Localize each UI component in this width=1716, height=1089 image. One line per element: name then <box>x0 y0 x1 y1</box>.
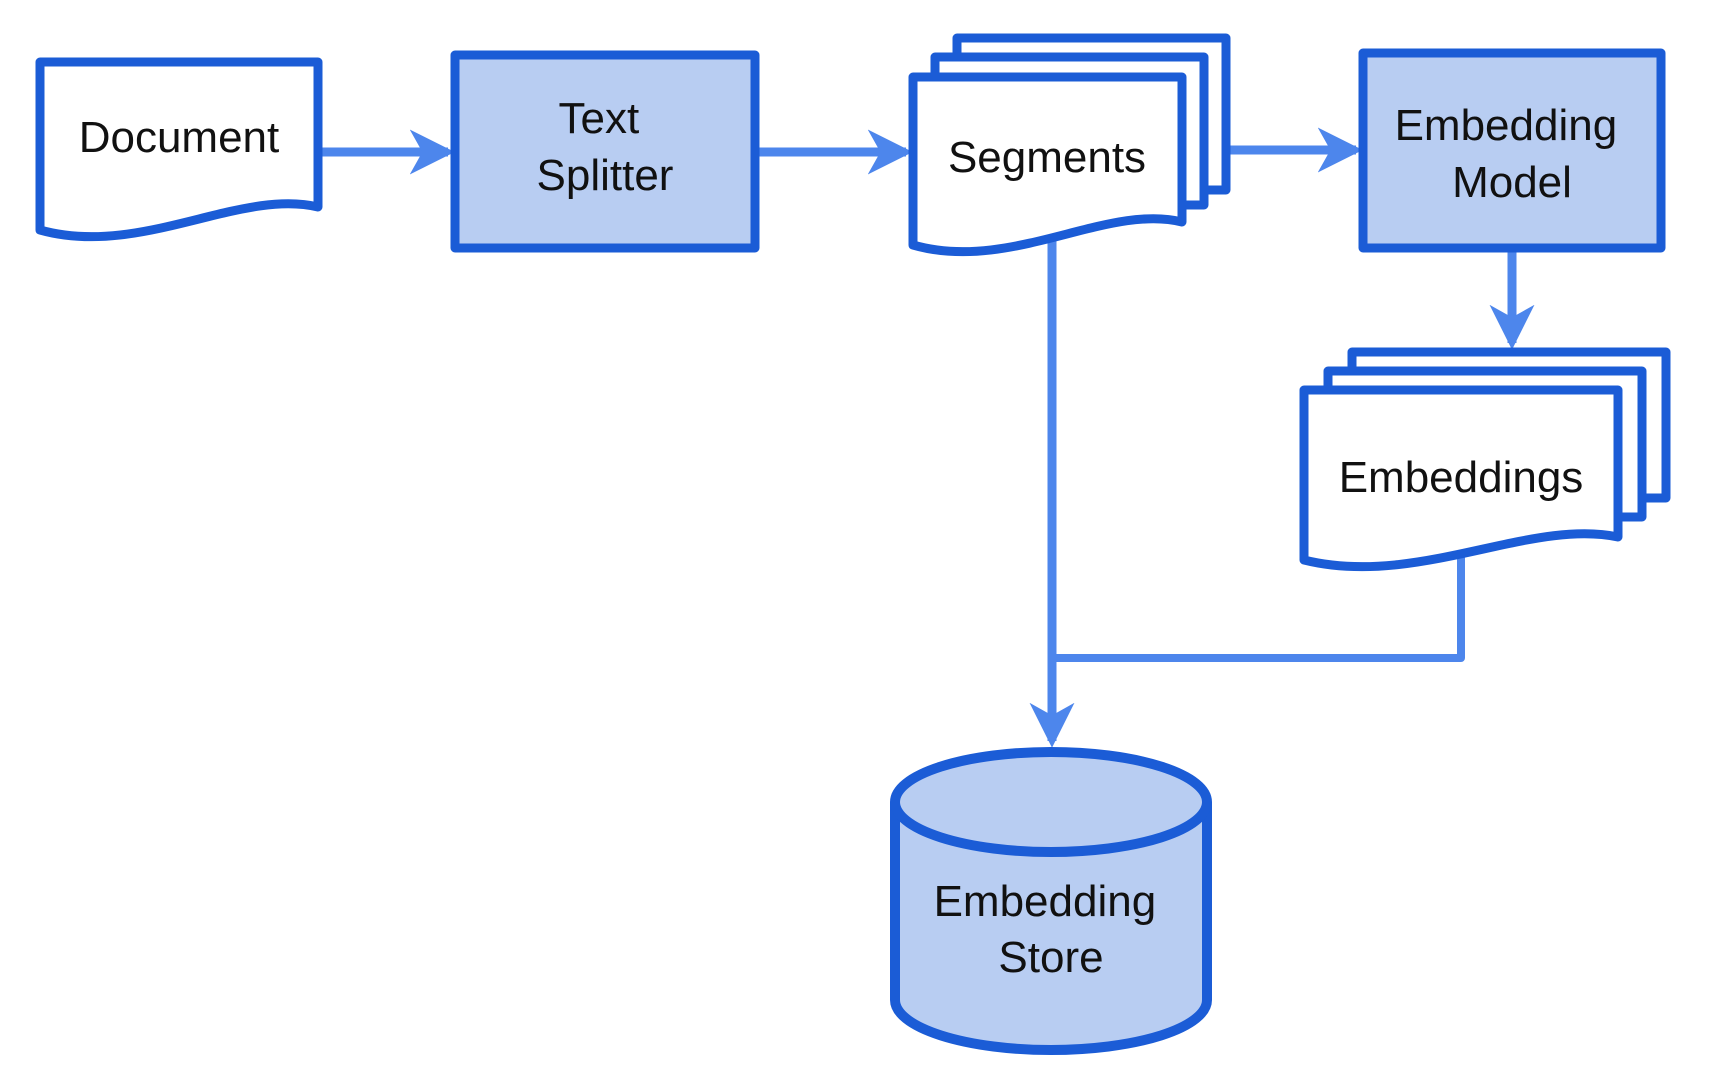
text-splitter-shape <box>450 50 760 253</box>
edges <box>318 127 1535 748</box>
segments-label: Segments <box>948 133 1146 182</box>
embedding-store-top <box>890 747 1212 857</box>
document-label: Document <box>79 113 280 162</box>
embedding-model-shape <box>1358 48 1666 253</box>
node-segments: Segments <box>908 33 1231 257</box>
embeddings-label: Embeddings <box>1339 453 1584 502</box>
node-text-splitter: Text Splitter <box>450 50 760 253</box>
embedding-store-body <box>890 802 1212 1055</box>
node-embedding-model: Embedding Model <box>1358 48 1666 253</box>
node-embeddings: Embeddings <box>1299 347 1671 572</box>
segments-front-page <box>908 72 1187 257</box>
edge-embeddings-to-junction <box>1056 550 1465 662</box>
embedding-store-label: Embedding Store <box>934 877 1169 982</box>
node-document: Document <box>35 57 323 242</box>
embedding-model-label: Embedding Model <box>1395 101 1630 207</box>
node-embedding-store: Embedding Store <box>890 747 1212 1055</box>
text-splitter-label: Text Splitter <box>537 94 674 200</box>
embeddings-front-page <box>1299 385 1623 572</box>
document-shape <box>35 57 323 242</box>
